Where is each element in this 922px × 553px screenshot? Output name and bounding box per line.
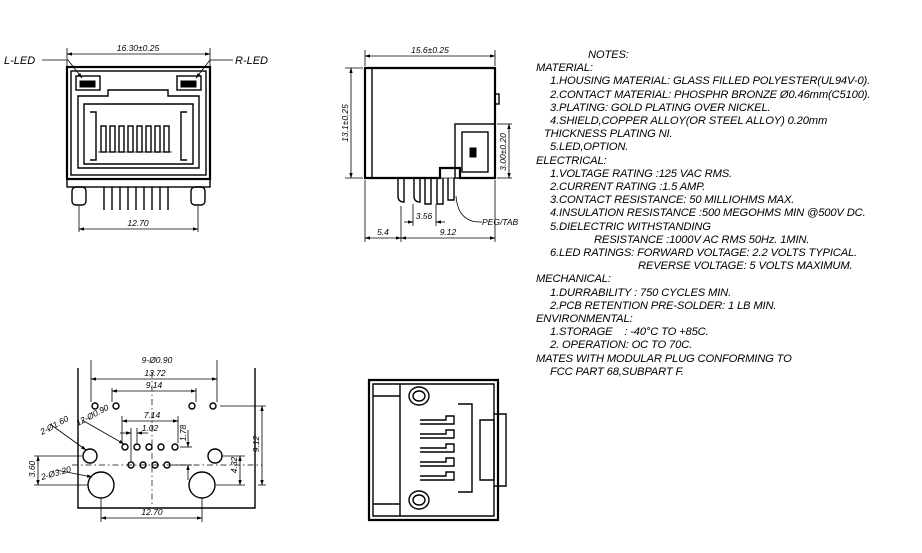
mechanical-heading: MECHANICAL:: [536, 273, 611, 286]
electrical-note-1: 1.VOLTAGE RATING :125 VAC RMS.: [550, 167, 733, 180]
pcb-2x320-dim: 2-Ø3.20: [39, 464, 73, 482]
rear-view: [367, 378, 507, 522]
side-a-dim: 5.4: [377, 227, 389, 237]
pcb-714-dim: 7.14: [144, 410, 161, 420]
side-height-dim: 13.1±0.25: [340, 104, 350, 142]
pcb-178-dim: 1.78: [178, 424, 188, 441]
front-contacts: [98, 125, 172, 153]
electrical-note-2: 2.CURRENT RATING :1.5 AMP.: [550, 181, 706, 194]
side-peg-dim: 3.56: [416, 211, 433, 221]
pcb-1372-dim: 13.72: [144, 368, 166, 378]
rear-led-bottom: [408, 490, 430, 510]
environmental-note-1: 1.STORAGE : -40°C TO +85C.: [550, 326, 709, 339]
pcb-2x160-dim: 2-Ø1.60: [37, 413, 70, 437]
environmental-heading: ENVIRONMENTAL:: [536, 313, 633, 326]
pcb-432-dim: 4.32: [229, 456, 239, 473]
side-b-dim: 9.12: [440, 227, 457, 237]
electrical-note-3: 3.CONTACT RESISTANCE: 50 MILLIOHMS MAX.: [550, 194, 795, 207]
side-view: 15.6±0.25 13.1±0.25 3.00±0.20 3.56 PEG/T…: [340, 45, 519, 242]
pcb-912-dim: 9.12: [251, 435, 261, 452]
environmental-note-2: 2. OPERATION: OC TO 70C.: [550, 339, 693, 352]
peg-tab-label: PEG/TAB: [482, 217, 519, 227]
large-mount-hole-right: [188, 471, 216, 499]
r-led-label: R-LED: [235, 55, 268, 67]
mates-note: MATES WITH MODULAR PLUG CONFORMING TO: [536, 352, 792, 365]
electrical-note-5: 5.DIELECTRIC WITHSTANDING: [550, 220, 711, 233]
pcb-holes-dim: 9-Ø0.90: [142, 355, 173, 365]
material-note-5: 5.LED,OPTION.: [550, 141, 629, 154]
electrical-note-6: 6.LED RATINGS: FORWARD VOLTAGE: 2.2 VOLT…: [550, 247, 858, 260]
pcb-1270-dim: 12.70: [141, 507, 163, 517]
rear-led-top: [408, 386, 430, 406]
side-leads: [392, 177, 470, 205]
material-heading: MATERIAL:: [536, 62, 593, 75]
l-led-label: L-LED: [4, 55, 35, 67]
pcb-102-dim: 1.02: [142, 423, 159, 433]
side-housing: [363, 66, 497, 180]
mechanical-note-1: 1.DURRABILITY : 750 CYCLES MIN.: [550, 286, 732, 299]
material-note-1: 1.HOUSING MATERIAL: GLASS FILLED POLYEST…: [550, 75, 871, 88]
small-mount-hole-left: [82, 448, 98, 464]
small-mount-hole-right: [207, 448, 223, 464]
pcb-footprint: 9-Ø0.90 13.72 9.14 7.14 1.02 1.78 4.32 9…: [27, 355, 266, 522]
mechanical-note-2: 2.PCB RETENTION PRE-SOLDER: 1 LB MIN.: [550, 299, 777, 312]
pcb-360-dim: 3.60: [27, 460, 37, 477]
pcb-contact-holes: [121, 443, 179, 469]
side-offset-dim: 3.00±0.20: [498, 133, 508, 171]
notes-title: NOTES:: [588, 49, 629, 61]
jack-opening: [77, 89, 200, 169]
electrical-note-5-cont: RESISTANCE :1000V AC RMS 50Hz. 1MIN.: [594, 233, 810, 246]
front-pitch-dim: 12.70: [127, 218, 149, 228]
electrical-note-4: 4.INSULATION RESISTANCE :500 MEGOHMS MIN…: [550, 207, 866, 220]
electrical-note-6-cont: REVERSE VOLTAGE: 5 VOLTS MAXIMUM.: [638, 260, 853, 273]
material-note-4-cont: THICKNESS PLATING NI.: [544, 128, 673, 141]
rear-housing: [367, 378, 500, 522]
front-width-dim: 16.30±0.25: [117, 43, 160, 53]
material-note-2: 2.CONTACT MATERIAL: PHOSPHR BRONZE Ø0.46…: [550, 88, 871, 101]
electrical-heading: ELECTRICAL:: [536, 154, 607, 167]
rear-contacts: [420, 403, 473, 493]
pcb-hole-row-upper: [91, 402, 217, 410]
front-leads: [71, 186, 206, 210]
notes-block: NOTES: MATERIAL: 1.HOUSING MATERIAL: GLA…: [536, 49, 921, 379]
material-note-4: 4.SHIELD,COPPER ALLOY(OR STEEL ALLOY) 0.…: [550, 115, 828, 128]
large-mount-hole-left: [87, 471, 115, 499]
front-view: 16.30±0.25 L-LED R-LED 12.70: [4, 43, 268, 232]
pcb-914-dim: 9.14: [146, 380, 163, 390]
material-note-3: 3.PLATING: GOLD PLATING OVER NICKEL.: [550, 101, 771, 114]
pcb-outline: [77, 368, 256, 509]
side-length-dim: 15.6±0.25: [411, 45, 449, 55]
left-led-window: [75, 75, 101, 91]
right-led-window: [176, 75, 202, 91]
mates-note-cont: FCC PART 68,SUBPART F.: [550, 365, 684, 378]
